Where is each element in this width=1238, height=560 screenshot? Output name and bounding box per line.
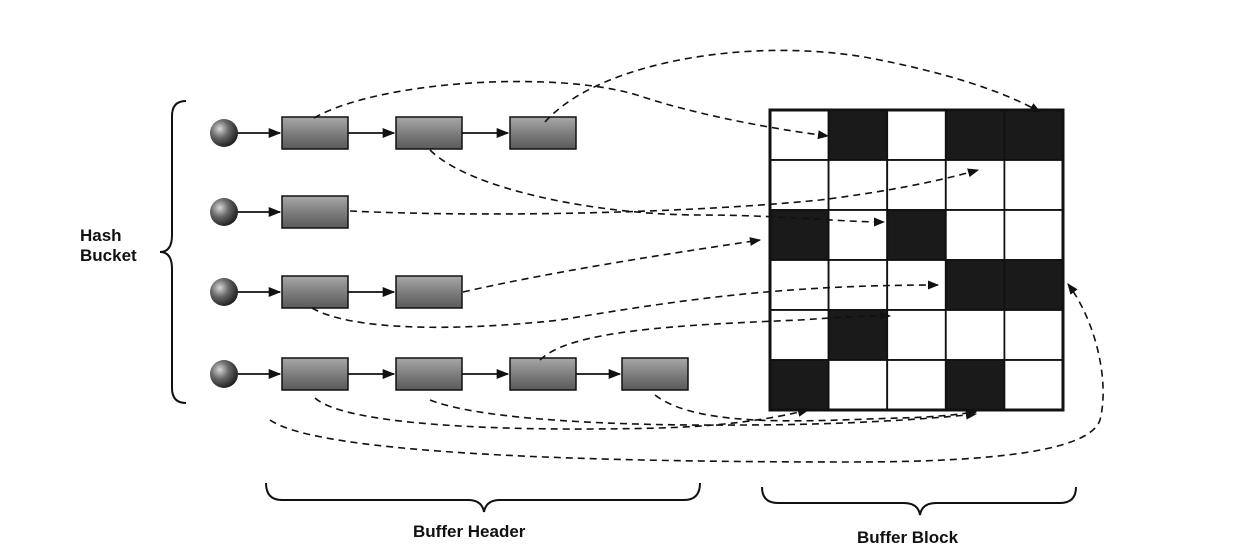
- buffer-block-brace: [761, 486, 1077, 516]
- pointer-arrow: [462, 237, 762, 293]
- buffer-block-cell-filled: [944, 259, 1006, 311]
- buffer-header-box: [621, 357, 689, 391]
- buffer-block-cell-empty: [1003, 159, 1064, 211]
- pointer-arrow: [429, 149, 886, 227]
- hash-bucket-label-line1: Hash: [80, 226, 122, 245]
- buffer-block-cell-empty: [1003, 309, 1064, 361]
- buffer-block-cell-filled: [1003, 109, 1064, 161]
- buffer-block-cell-empty: [886, 309, 947, 361]
- pointer-arrow: [313, 80, 830, 140]
- buffer-header-box: [509, 116, 577, 150]
- buffer-block-cell-filled: [944, 359, 1006, 411]
- buffer-header-box: [281, 275, 349, 309]
- buffer-block-label: Buffer Block: [857, 528, 959, 547]
- buffer-header-box: [509, 357, 577, 391]
- hash-bucket-node: [210, 360, 238, 388]
- pointer-arrow: [311, 280, 940, 329]
- pointer-arrow: [429, 399, 978, 426]
- buffer-block-cell-empty: [827, 259, 889, 311]
- pointer-arrow: [539, 311, 892, 361]
- buffer-block-cell-filled: [886, 209, 947, 261]
- buffer-header-box: [395, 275, 463, 309]
- buffer-header-box: [281, 116, 349, 150]
- buffer-header-brace: [265, 482, 701, 513]
- buffer-block-cell-filled: [769, 359, 830, 411]
- buffer-header-box: [395, 357, 463, 391]
- buffer-block-cell-empty: [769, 309, 830, 361]
- hash-bucket-label: Hash Bucket: [80, 226, 137, 266]
- buffer-block-cell-empty: [1003, 359, 1064, 411]
- buffer-block-cell-filled: [1003, 259, 1064, 311]
- buffer-block-cell-empty: [769, 259, 830, 311]
- hash-chains: [210, 116, 689, 391]
- pointer-arrows: [269, 49, 1104, 463]
- buffer-block-cell-empty: [886, 109, 947, 161]
- hash-bucket-label-line2: Bucket: [80, 246, 137, 265]
- pointer-arrow: [654, 394, 978, 422]
- buffer-block-cell-empty: [944, 309, 1006, 361]
- hash-bucket-brace: [159, 100, 187, 404]
- buffer-block-cell-empty: [1003, 209, 1064, 261]
- buffer-block-cell-filled: [827, 309, 889, 361]
- pointer-arrow: [269, 283, 1104, 463]
- buffer-header-box: [281, 357, 349, 391]
- hash-bucket-node: [210, 198, 238, 226]
- buffer-header-box: [281, 195, 349, 229]
- buffer-header-label: Buffer Header: [413, 522, 526, 541]
- pointer-arrow: [349, 168, 980, 215]
- buffer-block-cell-filled: [827, 109, 889, 161]
- buffer-block-cell-empty: [827, 209, 889, 261]
- buffer-block-grid: [768, 108, 1065, 412]
- hash-bucket-node: [210, 119, 238, 147]
- pointer-arrow: [314, 397, 810, 430]
- buffer-block-cell-empty: [944, 209, 1006, 261]
- buffer-block-border: [768, 108, 1065, 412]
- buffer-header-box: [395, 116, 463, 150]
- hash-bucket-node: [210, 278, 238, 306]
- pointer-arrow: [544, 49, 1041, 123]
- buffer-block-cell-empty: [827, 359, 889, 411]
- buffer-block-cell-empty: [886, 359, 947, 411]
- buffer-block-cell-filled: [944, 109, 1006, 161]
- buffer-block-cell-empty: [944, 159, 1006, 211]
- buffer-block-cell-empty: [827, 159, 889, 211]
